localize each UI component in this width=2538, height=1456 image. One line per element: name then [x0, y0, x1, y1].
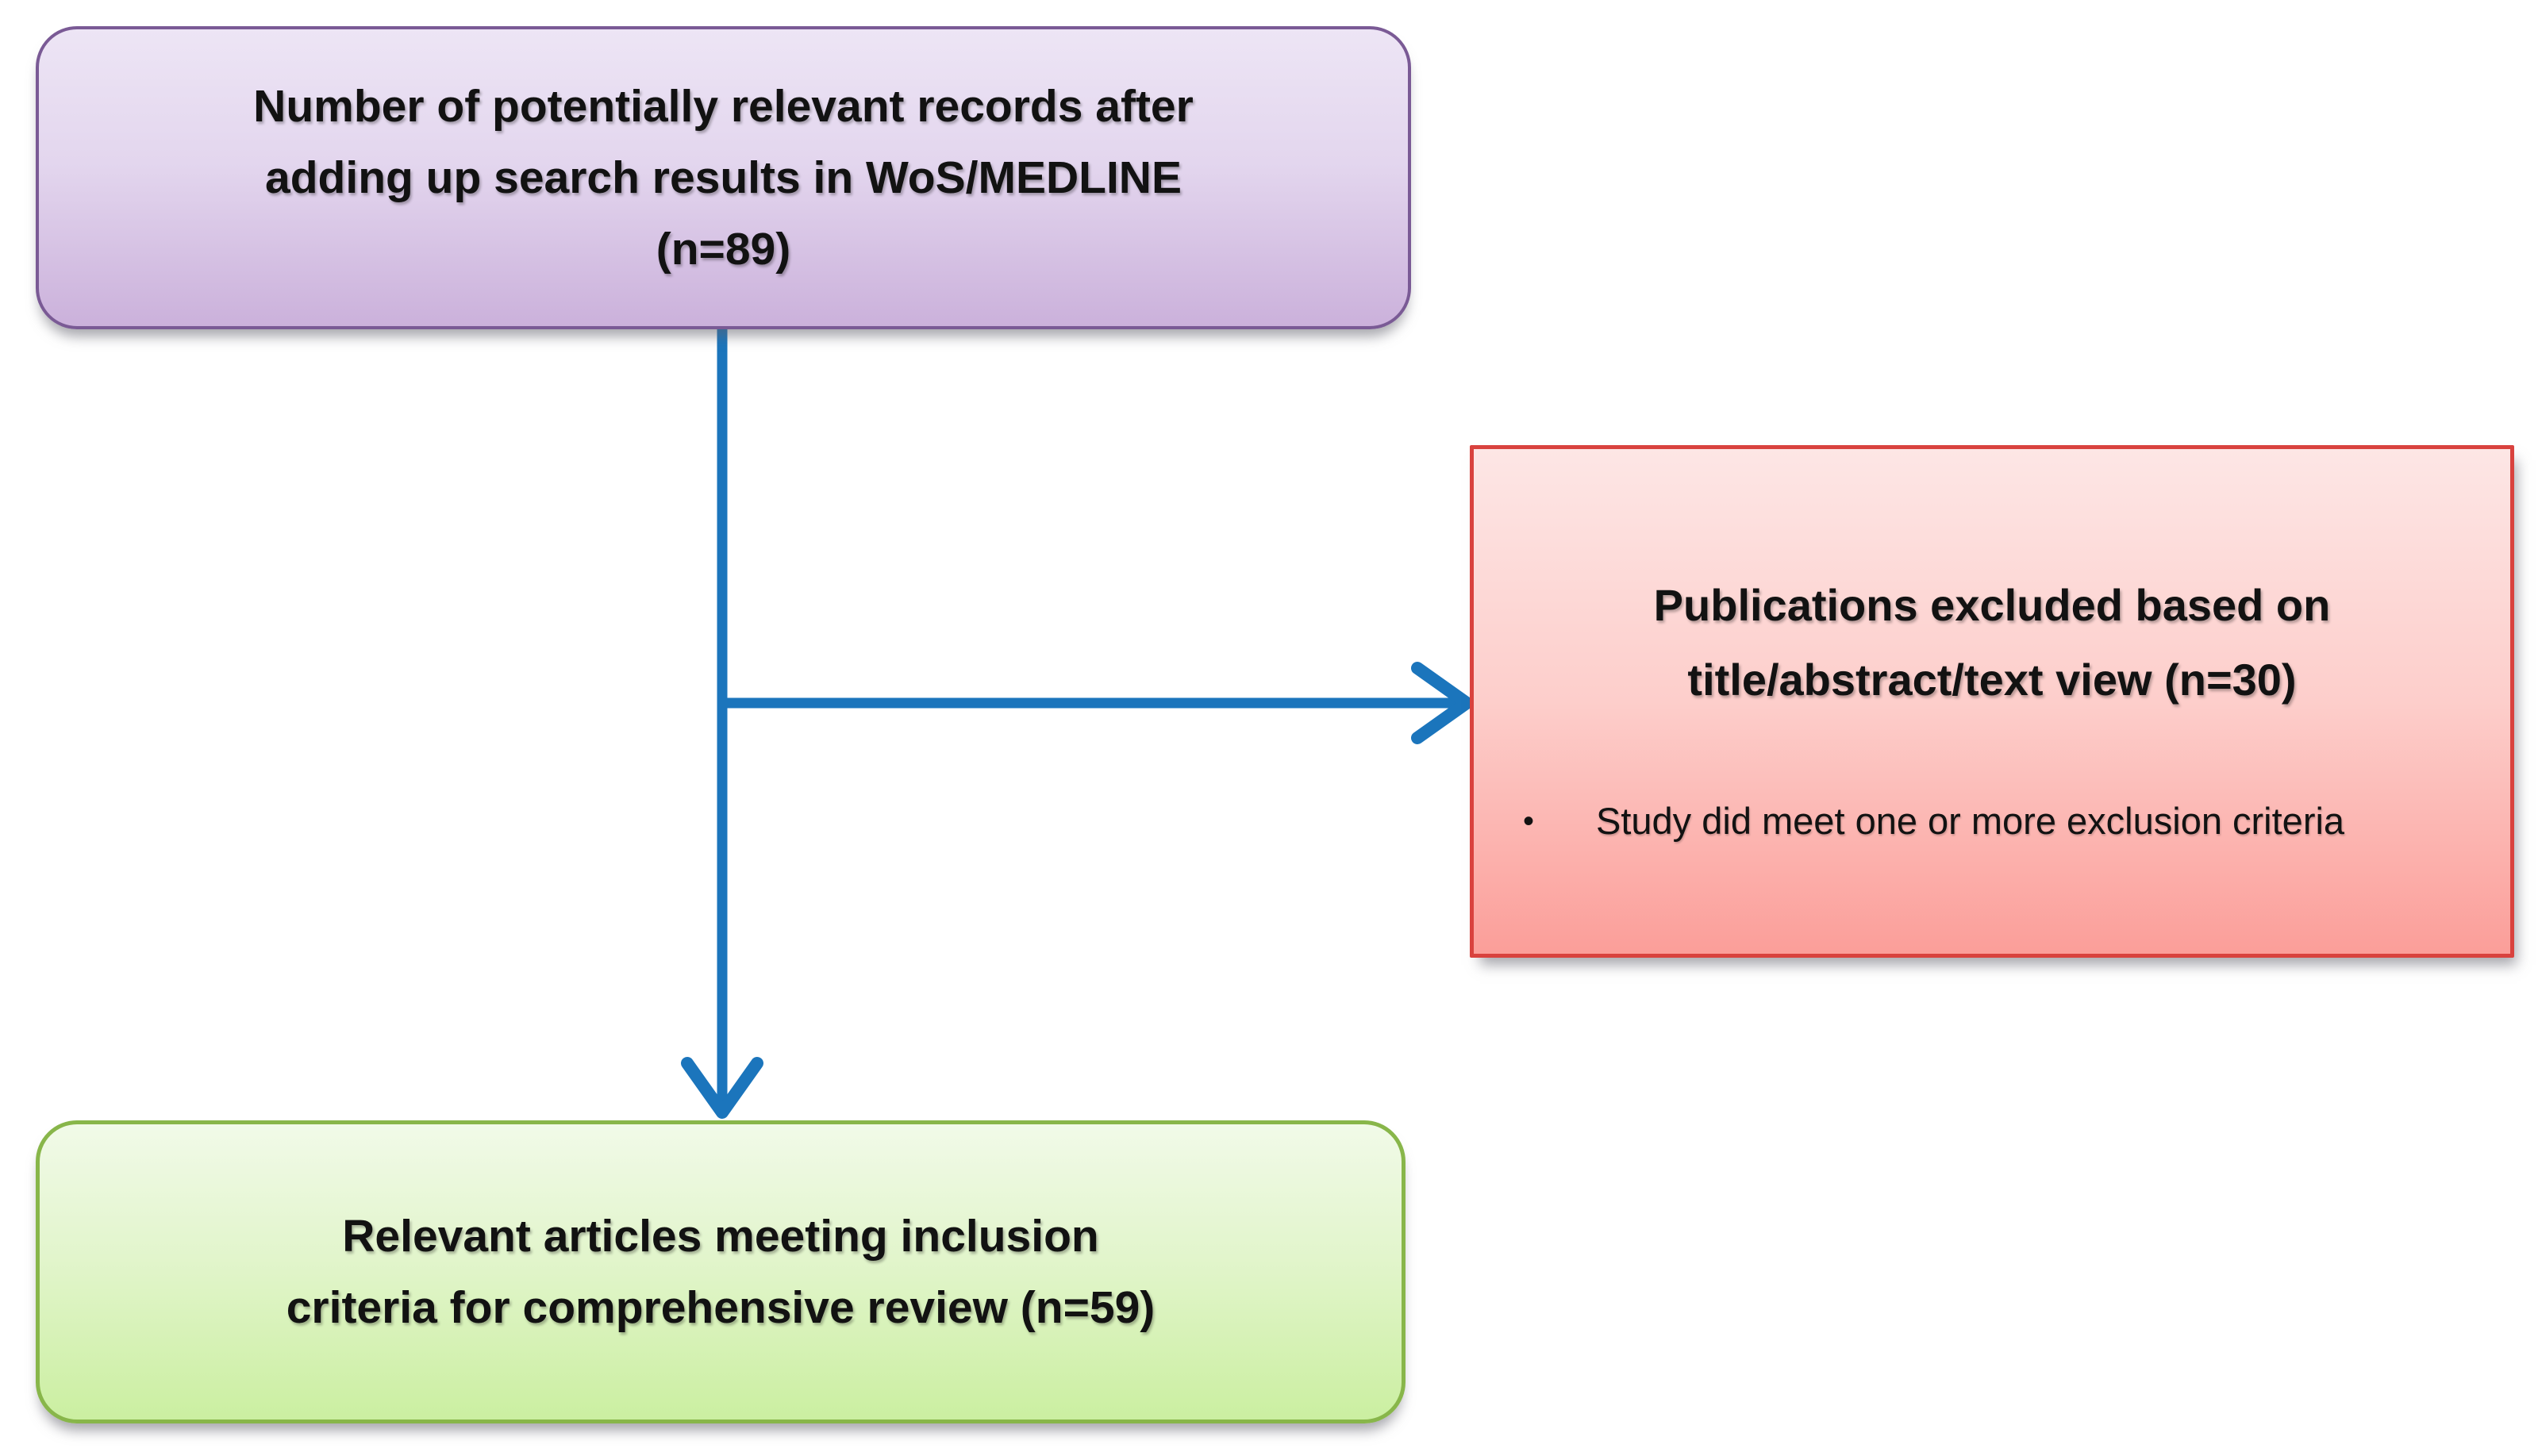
records-box-line-1: Number of potentially relevant records a… — [253, 81, 1194, 132]
exclusion-reason-item: • Study did meet one or more exclusion c… — [1474, 797, 2510, 846]
bullet-icon: • — [1523, 804, 1535, 839]
publications-excluded-box: Publications excluded based on title/abs… — [1470, 445, 2514, 958]
exclusion-reason-text: Study did meet one or more exclusion cri… — [1596, 800, 2345, 842]
arrowhead-right-icon — [1411, 662, 1473, 744]
included-box-line-1: Relevant articles meeting inclusion — [342, 1211, 1099, 1262]
records-box-count: (n=89) — [656, 224, 791, 275]
excluded-box-heading-line-1: Publications excluded based on — [1653, 580, 2331, 630]
records-identified-box: Number of potentially relevant records a… — [36, 26, 1411, 329]
included-box-line-2: criteria for comprehensive review (n=59) — [286, 1282, 1156, 1333]
records-box-line-2: adding up search results in WoS/MEDLINE — [265, 152, 1182, 203]
excluded-box-heading-line-2: title/abstract/text view (n=30) — [1687, 655, 2297, 705]
articles-included-box: Relevant articles meeting inclusion crit… — [36, 1120, 1406, 1423]
arrowhead-down-icon — [681, 1057, 763, 1119]
